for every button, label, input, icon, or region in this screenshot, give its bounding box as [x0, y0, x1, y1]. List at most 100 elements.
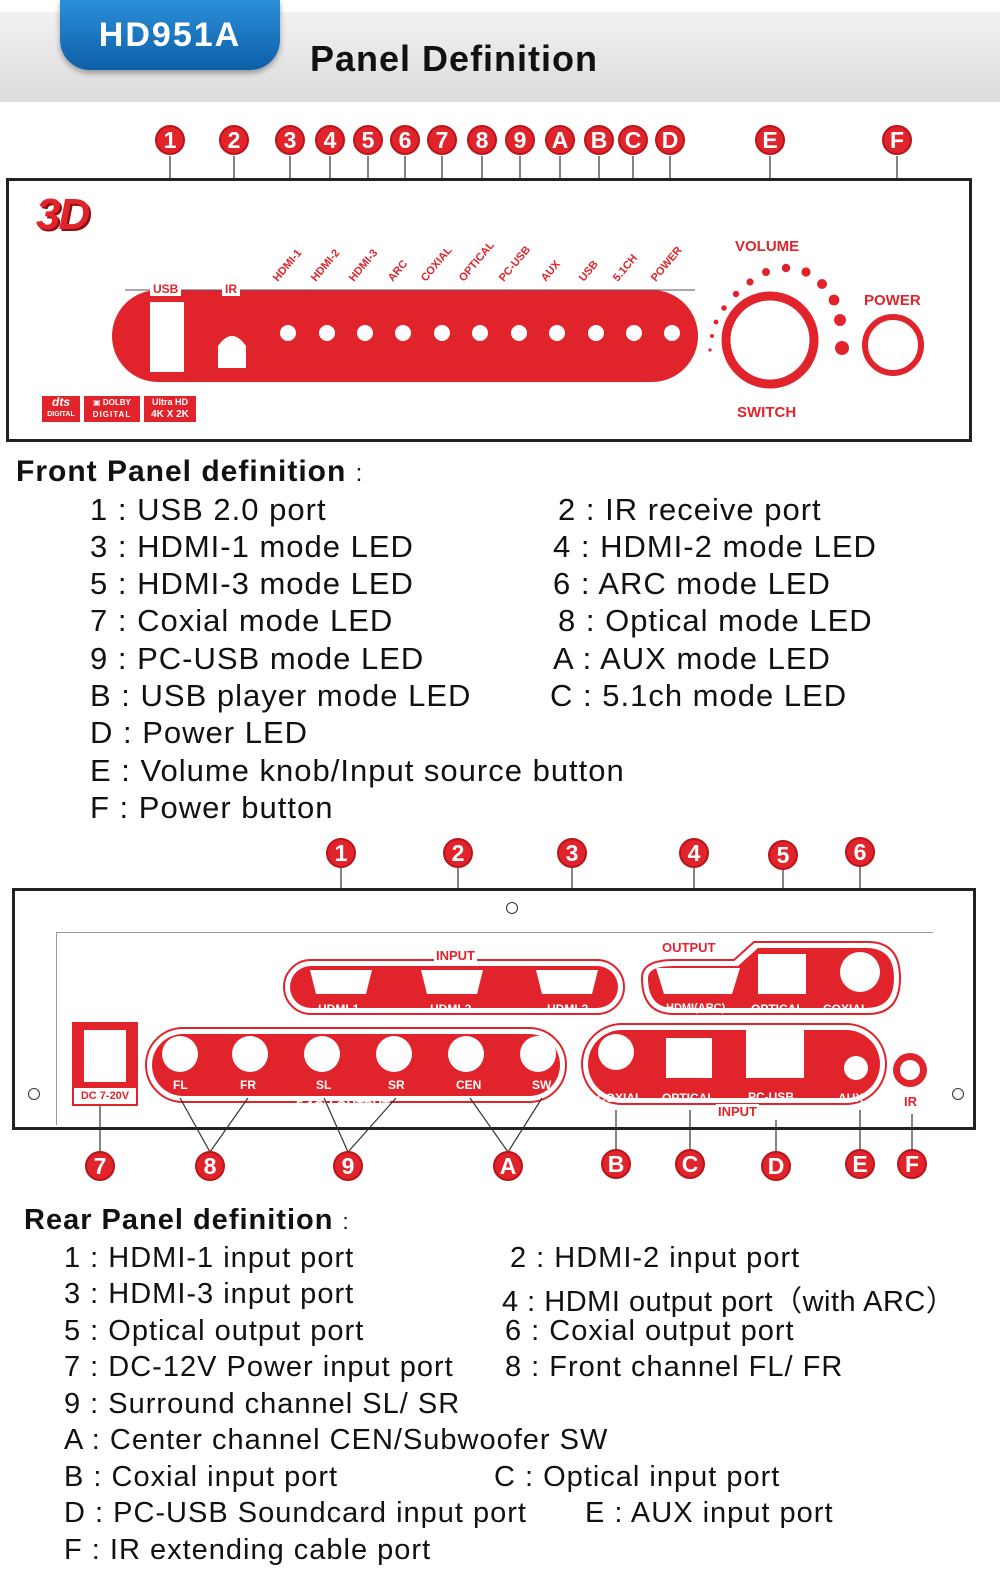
rear-def-c: C : Optical input port: [494, 1461, 781, 1493]
hdmi2-port-icon: [421, 970, 483, 994]
uhd-badge: Ultra HD 4K X 2K: [144, 396, 196, 422]
rear-callout-8: 8: [195, 1151, 225, 1181]
rear-callout-a: A: [493, 1151, 523, 1181]
front-callout-f: F: [882, 125, 912, 155]
volume-knob[interactable]: [700, 258, 860, 408]
rear-callout-4: 4: [679, 838, 709, 868]
front-def-6: 6 : ARC mode LED: [553, 566, 831, 601]
output-51-label: 5.1CH OUTPUT: [296, 1098, 390, 1113]
rear-def-8: 8 : Front channel FL/ FR: [505, 1351, 844, 1383]
front-callout-b: B: [584, 125, 614, 155]
ir-receiver-icon: [218, 336, 246, 368]
usb-label: USB: [150, 282, 182, 296]
front-def-e: E : Volume knob/Input source button: [90, 753, 625, 788]
input-lower-label: INPUT: [716, 1104, 759, 1119]
rear-callout-d: D: [761, 1151, 791, 1181]
optical-out-port-icon: [758, 954, 806, 994]
screw-icon: [952, 1088, 964, 1100]
rear-definition-heading-text: Rear Panel definition: [24, 1204, 334, 1236]
sr-jack-icon: [376, 1036, 412, 1072]
optical-out-label: OPTICAL: [751, 1002, 804, 1016]
dolby-badge-bottom: DIGITAL: [92, 410, 132, 419]
rear-def-9: 9 : Surround channel SL/ SR: [64, 1388, 461, 1420]
dts-badge-top: dts: [52, 395, 70, 409]
front-def-9: 9 : PC-USB mode LED: [90, 641, 425, 676]
rear-callout-b: B: [601, 1149, 631, 1179]
screw-icon: [506, 902, 518, 914]
optical-in-port-icon: [666, 1038, 712, 1078]
hdmi3-port-icon: [536, 970, 598, 994]
hdmi-input-group: [283, 959, 625, 1015]
front-callout-6: 6: [390, 125, 420, 155]
front-callout-1: 1: [155, 125, 185, 155]
rear-def-a: A : Center channel CEN/Subwoofer SW: [64, 1424, 609, 1456]
fl-label: FL: [173, 1078, 188, 1092]
sr-label: SR: [388, 1078, 405, 1092]
hdmi2-label: HDMI-2: [430, 1002, 472, 1016]
sw-label: SW: [532, 1078, 552, 1092]
fl-jack-icon: [162, 1036, 198, 1072]
front-def-4: 4 : HDMI-2 mode LED: [553, 529, 877, 564]
front-led-strip: [112, 290, 698, 382]
optical-in-label: OPTICAL: [662, 1091, 715, 1105]
sl-label: SL: [316, 1078, 332, 1092]
coxial-in-jack-icon: [598, 1034, 634, 1070]
3d-logo: 3D: [36, 190, 90, 239]
volume-label: VOLUME: [735, 238, 800, 255]
front-def-a: A : AUX mode LED: [553, 641, 831, 676]
switch-label: SWITCH: [737, 404, 797, 421]
front-callout-9: 9: [505, 125, 535, 155]
rear-callout-1: 1: [326, 838, 356, 868]
hdmi-arc-port-icon: [656, 968, 740, 994]
front-def-8: 8 : Optical mode LED: [558, 603, 873, 638]
output-group: [640, 941, 902, 1015]
power-button[interactable]: [862, 314, 924, 376]
aux-in-jack-icon: [844, 1056, 868, 1080]
rear-callout-f: F: [897, 1149, 927, 1179]
coxial-in-label: COXIAL: [597, 1091, 643, 1105]
dolby-badge-top: ▣ DOLBY: [84, 396, 140, 409]
front-def-1: 1 : USB 2.0 port: [90, 492, 327, 527]
front-def-d: D : Power LED: [90, 715, 309, 750]
front-callout-d: D: [655, 125, 685, 155]
rear-def-b: B : Coxial input port: [64, 1461, 339, 1493]
front-def-5: 5 : HDMI-3 mode LED: [90, 566, 414, 601]
coxial-out-port-icon: [840, 952, 880, 992]
front-definition-heading-text: Front Panel definition: [16, 455, 347, 488]
rear-definition-heading: Rear Panel definition :: [24, 1204, 350, 1237]
ir-jack-icon: [900, 1060, 920, 1080]
front-def-3: 3 : HDMI-1 mode LED: [90, 529, 414, 564]
front-definition-colon: :: [355, 460, 364, 487]
usb-port-icon: [150, 302, 184, 372]
ir-rear-label: IR: [904, 1094, 917, 1109]
cen-jack-icon: [448, 1036, 484, 1072]
page-title: Panel Definition: [310, 38, 599, 79]
hdmi1-label: HDMI-1: [318, 1002, 360, 1016]
hdmi3-label: HDMI-3: [547, 1002, 589, 1016]
rear-def-5: 5 : Optical output port: [64, 1315, 365, 1347]
input-label: INPUT: [434, 948, 477, 963]
front-callout-e: E: [755, 125, 785, 155]
rear-def-3: 3 : HDMI-3 input port: [64, 1278, 355, 1310]
output-51-group: [145, 1027, 567, 1103]
front-callout-4: 4: [315, 125, 345, 155]
rear-def-7: 7 : DC-12V Power input port: [64, 1351, 454, 1383]
dc-jack-icon: [84, 1030, 126, 1082]
dolby-mark-icon: ▣: [93, 398, 101, 407]
front-callout-8: 8: [467, 125, 497, 155]
uhd-badge-top: Ultra HD: [151, 397, 188, 407]
front-definition-heading: Front Panel definition :: [16, 455, 363, 489]
hdmi-arc-label: HDMI(ARC): [666, 1002, 726, 1014]
rear-callout-2: 2: [443, 838, 473, 868]
dolby-badge: ▣ DOLBY DIGITAL: [84, 396, 140, 422]
front-callout-2: 2: [219, 125, 249, 155]
front-def-f: F : Power button: [90, 790, 334, 825]
coxial-out-label: COXIAL: [823, 1002, 869, 1016]
rear-callout-c: C: [675, 1149, 705, 1179]
output-label: OUTPUT: [660, 940, 718, 955]
front-def-b: B : USB player mode LED: [90, 678, 472, 713]
rear-callout-3: 3: [557, 838, 587, 868]
fr-jack-icon: [232, 1036, 268, 1072]
front-def-2: 2 : IR receive port: [558, 492, 822, 527]
sw-jack-icon: [520, 1036, 556, 1072]
